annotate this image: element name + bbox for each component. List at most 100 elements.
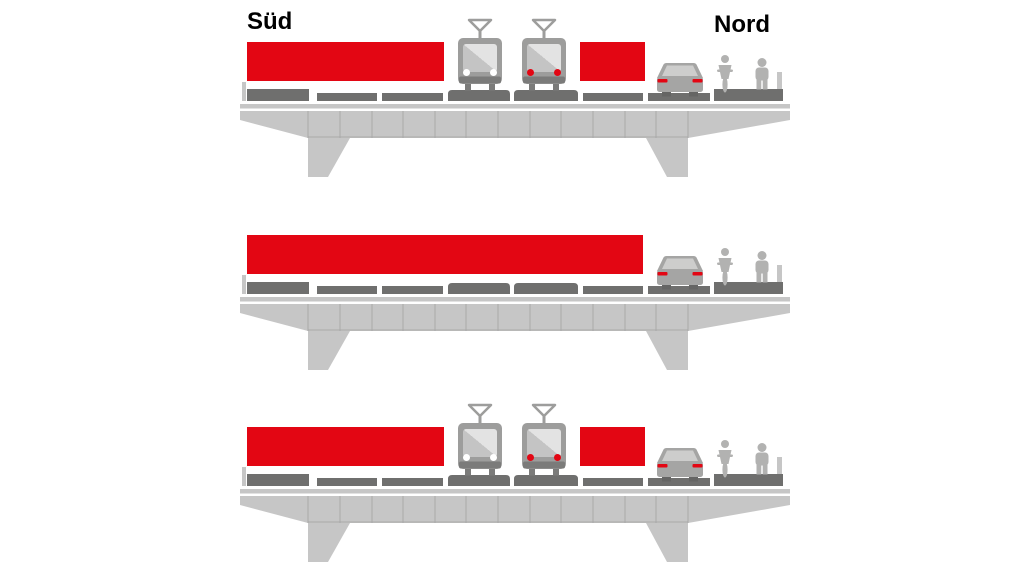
- car-taillight: [657, 79, 668, 83]
- tram-leg: [465, 469, 471, 476]
- bridge-structure: [240, 297, 790, 370]
- road-segment: [583, 93, 643, 101]
- deck-surfaces: [242, 457, 783, 486]
- pedestrian: [755, 443, 769, 475]
- wing-left: [240, 111, 308, 138]
- label-sued: Süd: [247, 8, 293, 35]
- tram-headlight: [463, 454, 470, 461]
- closed-zone-right: [580, 427, 645, 466]
- road-segment: [648, 93, 710, 101]
- tram-trackbed: [448, 283, 510, 294]
- tram-oncoming: [458, 403, 502, 476]
- cyclist: [717, 55, 733, 93]
- tram-headlight: [463, 69, 470, 76]
- sidewalk: [714, 474, 783, 486]
- cyclist: [717, 440, 733, 478]
- pantograph-icon: [531, 18, 557, 33]
- deck-slab: [240, 104, 790, 109]
- cyclist-handlebar: [717, 69, 733, 72]
- sidewalk: [714, 89, 783, 101]
- wing-right: [688, 496, 790, 523]
- cyclist-head: [721, 55, 729, 63]
- road-segment: [583, 478, 643, 486]
- road-segment: [247, 474, 309, 486]
- pantograph-icon: [467, 403, 493, 418]
- tram-bumper: [523, 76, 565, 84]
- railing-right: [777, 265, 782, 282]
- bicycle-wheel: [722, 269, 728, 286]
- tram-leg: [529, 84, 535, 91]
- closed-zones: [247, 235, 643, 274]
- cross-section-middle: [240, 235, 790, 370]
- car-body: [657, 270, 703, 285]
- sidewalk: [714, 282, 783, 294]
- road-segment: [382, 286, 443, 294]
- tram-trackbed: [448, 90, 510, 101]
- girder-joints: [307, 111, 689, 138]
- car: [657, 256, 703, 290]
- deck-slab: [240, 489, 790, 494]
- pantograph-pole: [542, 31, 546, 38]
- wing-right: [688, 111, 790, 138]
- pedestrian-torso: [755, 260, 769, 274]
- cyclist-handlebar: [717, 454, 733, 457]
- tram-departing: [522, 18, 566, 91]
- pantograph-icon: [531, 403, 557, 418]
- cyclist-head: [721, 440, 729, 448]
- car-wheel: [662, 92, 671, 97]
- car-wheel: [662, 285, 671, 290]
- pedestrian: [755, 58, 769, 90]
- tram-headlight: [490, 454, 497, 461]
- car-taillight: [692, 272, 703, 276]
- wing-right: [688, 304, 790, 331]
- car-taillight: [692, 79, 703, 83]
- pedestrian-leg: [756, 464, 762, 475]
- girder-joints: [307, 304, 689, 331]
- car-wheel: [662, 477, 671, 482]
- bicycle-wheel: [722, 461, 728, 478]
- tram-leg: [465, 84, 471, 91]
- railing-right: [777, 457, 782, 474]
- bridge-structure: [240, 489, 790, 562]
- tram-windshield: [463, 429, 497, 457]
- railing-right: [777, 72, 782, 89]
- tram-trackbed: [514, 475, 578, 486]
- pantograph-pole: [542, 416, 546, 423]
- road-segment: [648, 286, 710, 294]
- pedestrian-leg: [756, 272, 762, 283]
- cross-section-top: [240, 18, 790, 177]
- car-wheel: [689, 92, 698, 97]
- car-taillight: [657, 272, 668, 276]
- label-nord: Nord: [714, 11, 770, 38]
- pier-left: [308, 523, 350, 562]
- road-segment: [247, 282, 309, 294]
- tram-trackbed: [514, 283, 578, 294]
- closed-zone-left: [247, 42, 444, 81]
- closed-zone-right: [580, 42, 645, 81]
- pedestrian-leg: [762, 79, 768, 90]
- railing-left: [242, 82, 246, 101]
- pedestrian-head: [757, 251, 767, 260]
- closed-zones: [247, 427, 645, 466]
- tram-taillight: [527, 454, 534, 461]
- tram-taillight: [554, 69, 561, 76]
- pedestrian: [755, 251, 769, 283]
- pier-left: [308, 331, 350, 370]
- road-segment: [247, 89, 309, 101]
- pantograph-icon: [467, 18, 493, 33]
- pedestrian-torso: [755, 67, 769, 81]
- car: [657, 63, 703, 97]
- car-taillight: [657, 464, 668, 468]
- tram-leg: [553, 469, 559, 476]
- road-segment: [317, 286, 377, 294]
- closed-zone-left: [247, 427, 444, 466]
- tram-bumper: [523, 461, 565, 469]
- closed-zones: [247, 42, 645, 81]
- pedestrian-leg: [762, 464, 768, 475]
- cyclist: [717, 248, 733, 286]
- bicycle-wheel: [722, 76, 728, 93]
- pedestrian-head: [757, 443, 767, 452]
- cross-section-bottom: [240, 403, 790, 562]
- deck-slab: [240, 297, 790, 302]
- tram-headlight: [490, 69, 497, 76]
